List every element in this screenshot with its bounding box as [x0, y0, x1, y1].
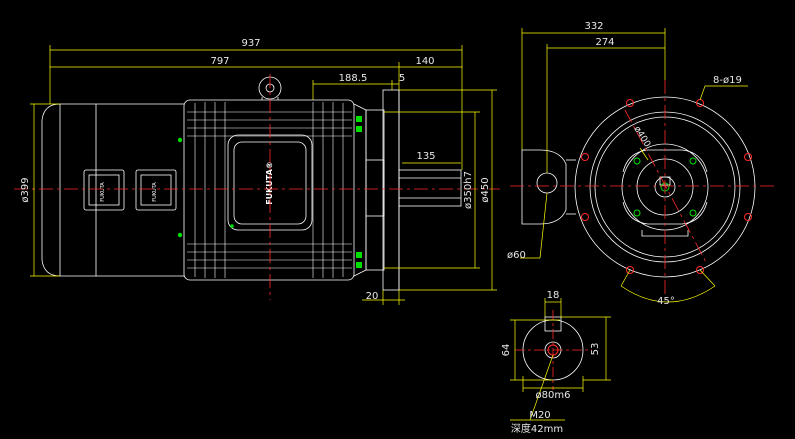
- bolt-holes: [581, 99, 752, 274]
- terminal-box-side: [521, 149, 567, 225]
- dim-flange-offset: 188.5: [339, 73, 368, 84]
- dim-spigot-diameter: ø350h7: [463, 171, 474, 209]
- dim-key-depth: 53: [590, 343, 601, 356]
- dim-hole-angle: 45°: [657, 296, 675, 307]
- cooling-fins: [187, 102, 352, 278]
- dim-frame-diameter: ø399: [20, 177, 31, 202]
- dim-flange-diameter: ø450: [480, 177, 491, 202]
- motor-shaft: [398, 169, 462, 207]
- nameplate-text-right: FUKUTA: [152, 182, 158, 202]
- fan-cover: [41, 103, 97, 277]
- green-marks: [177, 116, 362, 268]
- brand-logo-text: FUKUTA®: [265, 161, 274, 205]
- dim-pcd: ø400: [631, 125, 652, 150]
- dim-terminal-box-dia: ø60: [507, 250, 526, 261]
- dim-shaft-length: 140: [415, 56, 434, 67]
- nameplate-text-left: FUKUTA: [100, 182, 106, 202]
- dim-overall-length: 937: [241, 38, 260, 49]
- shaft-section-centerlines: [515, 310, 592, 390]
- dim-bolt-holes: 8-ø19: [713, 75, 742, 86]
- end-view-dimension-lines: [520, 28, 748, 303]
- end-view-centerlines: [510, 80, 775, 300]
- dim-shaft-diameter: ø80m6: [536, 390, 571, 401]
- shaft-section-dimension-lines: [510, 298, 611, 421]
- side-view-dimension-lines: [30, 45, 497, 305]
- flange-outline: [574, 96, 756, 278]
- dim-key-length: 135: [416, 151, 435, 162]
- dim-flange-thickness: 20: [366, 291, 379, 302]
- dim-flange-step: 5: [399, 73, 405, 84]
- dim-thread: M20: [529, 410, 550, 421]
- nameplate-left: [83, 169, 125, 211]
- dim-thread-depth: 深度42mm: [511, 422, 563, 435]
- motor-frame: [183, 99, 355, 281]
- dim-key-width: 18: [547, 290, 560, 301]
- nameplate-right: [135, 169, 177, 211]
- motor-end-view: [521, 96, 756, 278]
- dim-shaft-height: 64: [501, 344, 512, 357]
- dim-end-width-inner: 274: [595, 37, 614, 48]
- dim-body-length: 797: [210, 56, 229, 67]
- mounting-flange: [382, 89, 400, 291]
- side-view-centerlines: [14, 74, 500, 300]
- dim-end-width-total: 332: [584, 21, 603, 32]
